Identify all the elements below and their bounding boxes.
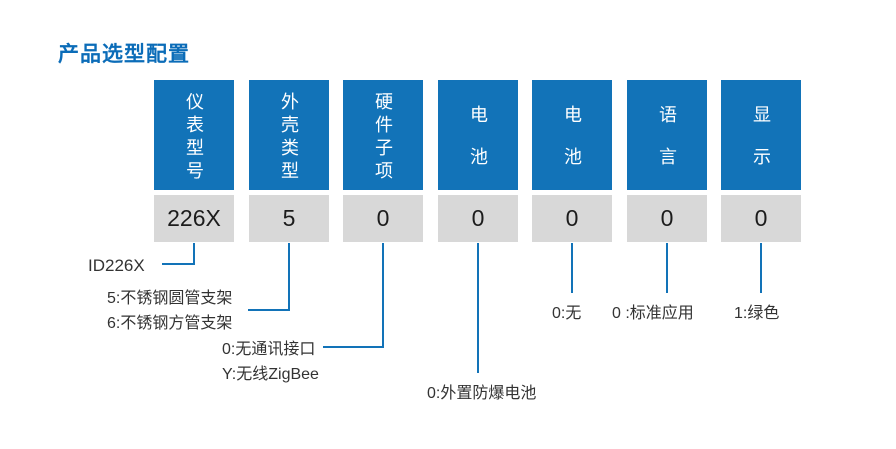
note-shell-options: 5:不锈钢圆管支架 6:不锈钢方管支架 [107,286,232,336]
connector-line-battery2-vertical [571,243,573,293]
connector-line-model-horizontal [162,263,195,265]
value-cell-display: 0 [721,195,801,242]
column-header-label: 仪表型号 [184,91,204,184]
connector-line-model-vertical [193,243,195,265]
value-cell-battery-2: 0 [532,195,612,242]
column-header-label: 显示 [751,105,771,189]
column-header-label: 电池 [562,105,582,189]
value-cell-language: 0 [627,195,707,242]
column-header-battery-1: 电池 [438,80,518,190]
value-cell-hardware: 0 [343,195,423,242]
column-header-shell-type: 外壳类型 [249,80,329,190]
column-header-label: 硬件子项 [373,91,393,184]
column-header-instrument-model: 仪表型号 [154,80,234,190]
connector-line-display-vertical [760,243,762,293]
note-battery1-option: 0:外置防爆电池 [427,385,537,402]
note-shell-option-6: 6:不锈钢方管支架 [107,315,233,332]
note-display-option: 1:绿色 [734,305,780,322]
column-header-battery-2: 电池 [532,80,612,190]
column-header-language: 语言 [627,80,707,190]
connector-line-language-vertical [666,243,668,293]
column-header-label: 外壳类型 [279,91,299,184]
column-header-label: 电池 [468,105,488,189]
note-hardware-options: 0:无通讯接口 Y:无线ZigBee [222,337,319,387]
note-hardware-option-y: Y:无线ZigBee [222,366,319,383]
value-cell-battery-1: 0 [438,195,518,242]
connector-line-shell-horizontal [248,309,290,311]
column-header-label: 语言 [657,105,677,189]
connector-line-shell-vertical [288,243,290,311]
note-language-option: 0 :标准应用 [612,305,694,322]
note-hardware-option-0: 0:无通讯接口 [222,341,316,358]
column-header-display: 显示 [721,80,801,190]
connector-line-hardware-vertical [382,243,384,348]
connector-line-hardware-horizontal [323,346,384,348]
value-cell-model: 226X [154,195,234,242]
value-cell-shell: 5 [249,195,329,242]
column-header-hardware-subitem: 硬件子项 [343,80,423,190]
note-shell-option-5: 5:不锈钢圆管支架 [107,290,233,307]
page-title: 产品选型配置 [58,43,190,66]
connector-line-battery1-vertical [477,243,479,373]
note-battery2-option: 0:无 [552,305,582,322]
note-model-code: ID226X [88,256,145,275]
